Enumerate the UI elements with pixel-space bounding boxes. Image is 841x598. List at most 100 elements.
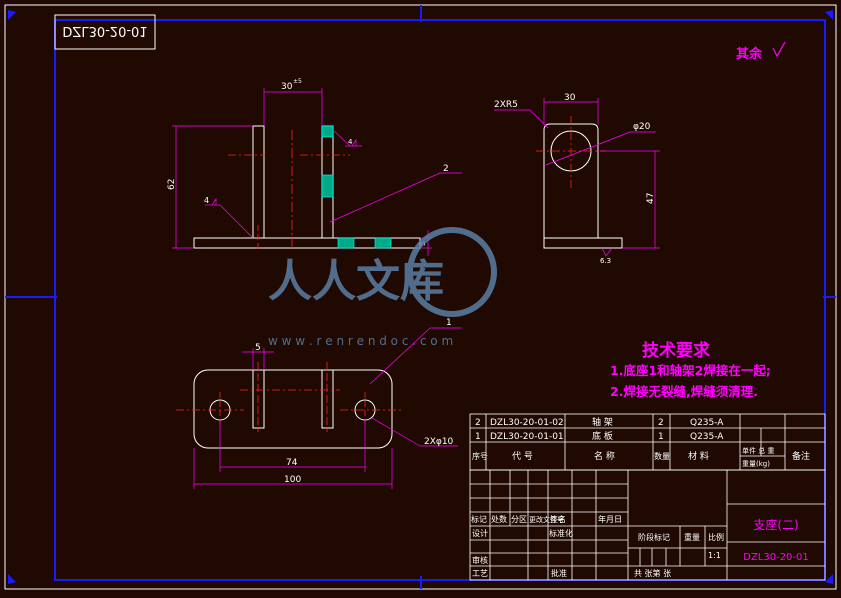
- bom-row2-name: 底 板: [592, 430, 613, 442]
- bom-header-qty: 数量: [654, 451, 670, 461]
- top-left-upright: [252, 369, 265, 429]
- dim-top-slot: 5: [255, 343, 261, 353]
- dim-top-hole: 2Xφ10: [424, 437, 454, 447]
- front-left-upright: [252, 125, 265, 239]
- bom-row1-code: DZL30-20-01-02: [490, 418, 564, 428]
- side-base-plate: [543, 237, 623, 249]
- dim-side-radius: 2XR5: [494, 100, 518, 110]
- tb-scale: 1:1: [708, 551, 721, 560]
- tb-rev-label-2: 处数: [491, 514, 507, 524]
- title-block-text: 标记 处数 分区 更改文件号 签名 年月日 设计 标准化 审核 工艺 批准 阶段…: [471, 514, 809, 578]
- tb-rev-label-6: 年月日: [598, 514, 622, 524]
- roughness-check-icon: [772, 41, 786, 58]
- weld-leader-right: [332, 129, 351, 147]
- leader-1-line: [369, 327, 431, 385]
- tb-part-name: 支座(二): [753, 517, 798, 532]
- bom-row1-no: 2: [475, 418, 481, 428]
- tb-rev-label-3: 分区: [511, 515, 527, 524]
- top-view: 5 74 100 2Xφ10 1: [176, 318, 462, 489]
- technical-requirements: 技术要求 1.底座1和轴架2焊接在一起; 2.焊接无裂缝,焊缝须清理.: [610, 340, 771, 399]
- dim-side-height: 47: [646, 193, 656, 204]
- bom-row1-name: 轴 架: [592, 416, 613, 428]
- bom-header-material: 材 料: [688, 450, 709, 462]
- title-block: [469, 469, 826, 581]
- hole-top-leader: [371, 417, 421, 447]
- mirrored-code-frame: [54, 14, 156, 50]
- tb-ratio: 比例: [708, 532, 724, 542]
- tb-weight: 重量: [684, 532, 700, 542]
- bom-header-code: 代 号: [512, 451, 533, 462]
- corner-mark-tr: [825, 10, 833, 20]
- dim-top-overall: 100: [284, 475, 301, 485]
- weld-leader-left: [219, 204, 254, 239]
- corner-mark-tl: [8, 10, 16, 20]
- tb-stage-mark: 阶段标记: [638, 532, 670, 542]
- watermark-text: 人人文库: [268, 256, 444, 307]
- surface-finish-note: 其余: [736, 41, 786, 62]
- mirrored-code-text: DZL30-20-01: [62, 23, 147, 38]
- surface-finish-label: 其余: [736, 46, 763, 62]
- sheet-frame: [4, 4, 837, 590]
- bom-header-no: 序号: [472, 451, 488, 461]
- bom-row2-no: 1: [475, 432, 481, 442]
- dim-front-width: 30: [281, 82, 293, 92]
- bom-header-name: 名 称: [594, 450, 615, 462]
- bom-row2-material: Q235-A: [690, 432, 724, 442]
- dim-front-height: 62: [167, 179, 177, 190]
- dim-side-width: 30: [564, 93, 576, 103]
- front-hatch-4: [374, 237, 392, 249]
- weld-size-left: 4: [204, 196, 209, 205]
- dim-side-roughness: 6.3: [600, 257, 611, 265]
- tb-process: 工艺: [472, 569, 488, 578]
- watermark-ring: [407, 227, 497, 317]
- bom-table: [469, 413, 826, 471]
- weld-fillet-icon-right: [351, 138, 357, 147]
- tb-rev-label-1: 标记: [471, 514, 487, 524]
- bom-header-weight-bottom: 重量(kg): [742, 460, 770, 468]
- bom-text: 2 DZL30-20-01-02 轴 架 2 Q235-A 1 DZL30-20…: [472, 416, 810, 468]
- corner-mark-bl: [8, 574, 16, 584]
- tech-req-line1: 1.底座1和轴架2焊接在一起;: [610, 363, 771, 378]
- dim-top-center: 74: [286, 458, 298, 468]
- watermark: 人人文库 w w w . r e n r e n d o c . c o m: [268, 227, 497, 348]
- leader-2-line: [329, 172, 441, 223]
- top-right-upright: [321, 369, 334, 429]
- weld-fillet-icon-left: [211, 197, 217, 206]
- bom-row1-material: Q235-A: [690, 418, 724, 428]
- tb-drawing-no: DZL30-20-01: [743, 552, 809, 563]
- tech-req-title: 技术要求: [642, 340, 710, 361]
- leader-1-number: 1: [446, 318, 452, 328]
- inner-frame: [54, 19, 826, 581]
- top-base-outline: [193, 369, 393, 449]
- radius-leader: [529, 109, 549, 129]
- tb-approve: 批准: [551, 568, 567, 578]
- corner-mark-br: [825, 574, 833, 584]
- mirrored-code-box: DZL30-20-01: [54, 14, 156, 50]
- bom-header-remark: 备注: [792, 450, 810, 462]
- leader-2-number: 2: [443, 164, 449, 174]
- front-hatch-3: [337, 237, 355, 249]
- bom-row2-code: DZL30-20-01-01: [490, 432, 564, 442]
- hole-dia-leader: [545, 131, 631, 166]
- watermark-url: w w w . r e n r e n d o c . c o m: [268, 334, 453, 348]
- tb-rev-label-4: 更改文件号: [529, 515, 564, 524]
- tb-sheet: 共 张第 张: [634, 568, 671, 578]
- bom-header-weight-top: 单件 总 重: [742, 446, 774, 455]
- front-hatch-1: [321, 125, 334, 138]
- bom-row2-qty: 1: [658, 432, 664, 442]
- title-block-frame: [469, 469, 826, 581]
- front-hatch-2: [321, 174, 334, 198]
- roughness-icon: [601, 247, 613, 257]
- dim-front-width-tol: ±5: [293, 78, 302, 85]
- front-view: 30 ±5 62 5 4 4 2: [167, 78, 462, 256]
- tb-checker: 审核: [472, 555, 488, 565]
- tb-standardize: 标准化: [549, 528, 573, 538]
- dim-side-hole: φ20: [633, 122, 651, 132]
- tb-designer: 设计: [472, 528, 488, 538]
- side-view: 30 2XR5 φ20 47 6.3: [494, 93, 660, 265]
- bom-row1-qty: 2: [658, 418, 664, 428]
- weld-size-right: 4: [348, 138, 353, 146]
- tb-rev-label-5: 签名: [550, 514, 566, 524]
